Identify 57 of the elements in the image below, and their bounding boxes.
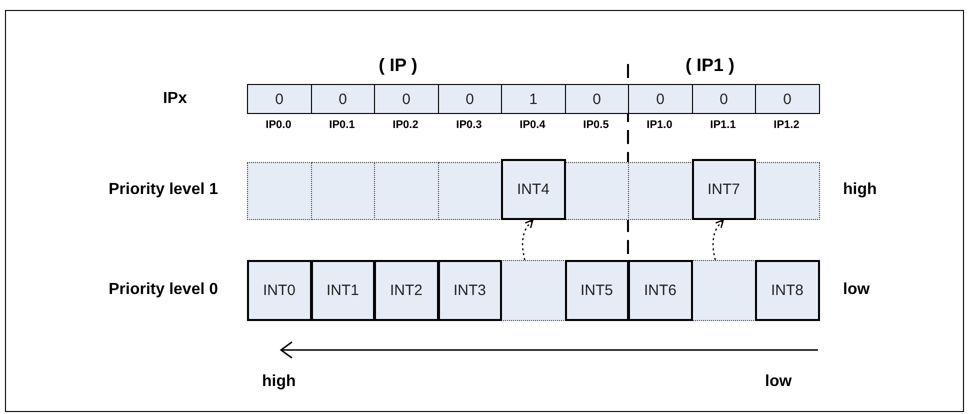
section-heading: ( IP1 ) — [686, 55, 734, 76]
dotted-arrow — [522, 219, 534, 260]
interrupt-box — [755, 260, 820, 321]
register-bit-cell — [374, 84, 438, 114]
register-name: IPx — [162, 90, 187, 108]
bit-name: IP1.0 — [646, 119, 674, 131]
bit-value: 0 — [720, 90, 728, 108]
priority-note: high — [262, 373, 296, 391]
interrupt-box — [564, 260, 629, 321]
register-bit-cell — [755, 84, 820, 114]
interrupt-box — [628, 260, 692, 321]
bit-value: 0 — [402, 90, 410, 108]
bit-value: 0 — [783, 90, 792, 108]
interrupt-name: INT8 — [770, 282, 804, 299]
register-bit-cell — [501, 84, 566, 114]
interrupt-box — [310, 260, 375, 321]
interrupt-box — [438, 260, 502, 321]
register-bit-cell — [247, 84, 312, 114]
bit-name: IP0.5 — [582, 119, 610, 131]
register-bit-cell — [438, 84, 502, 114]
interrupt-box — [692, 159, 756, 220]
bit-name: IP1.1 — [709, 119, 737, 131]
interrupt-box — [247, 260, 312, 321]
bit-value: 1 — [529, 90, 538, 108]
priority-note: low — [843, 281, 870, 299]
empty-slot — [755, 162, 820, 220]
register-bit-cell — [310, 84, 375, 114]
register-bit-cell — [628, 84, 692, 114]
register-bit-cell — [564, 84, 629, 114]
interrupt-name: INT6 — [644, 282, 676, 299]
interrupt-box — [374, 260, 438, 321]
interrupt-name: INT0 — [262, 282, 296, 299]
interrupt-name: INT3 — [453, 282, 486, 299]
bit-name: IP0.0 — [264, 119, 292, 131]
dotted-arrow — [712, 219, 724, 260]
interrupt-name: INT2 — [390, 282, 422, 299]
bit-name: IP1.2 — [772, 119, 800, 131]
bit-value: 0 — [338, 90, 347, 108]
row-label: Priority level 1 — [108, 181, 218, 199]
bit-value: 0 — [656, 90, 664, 108]
bit-value: 0 — [466, 90, 474, 108]
interrupt-name: INT7 — [707, 181, 740, 198]
register-bit-cell — [692, 84, 756, 114]
priority-note: low — [765, 373, 792, 391]
priority-note: high — [843, 181, 877, 199]
section-heading: ( IP ) — [378, 55, 418, 76]
interrupt-name: INT5 — [580, 282, 613, 299]
interrupt-name: INT1 — [326, 282, 359, 299]
bit-name: IP0.4 — [518, 119, 546, 131]
interrupt-box — [501, 159, 566, 220]
bit-value: 0 — [592, 90, 601, 108]
row-label: Priority level 0 — [108, 281, 218, 299]
interrupt-name: INT4 — [516, 181, 550, 198]
bit-value: 0 — [275, 90, 284, 108]
bit-name: IP0.1 — [328, 119, 356, 131]
bit-name: IP0.3 — [455, 119, 483, 131]
bit-name: IP0.2 — [392, 119, 420, 131]
